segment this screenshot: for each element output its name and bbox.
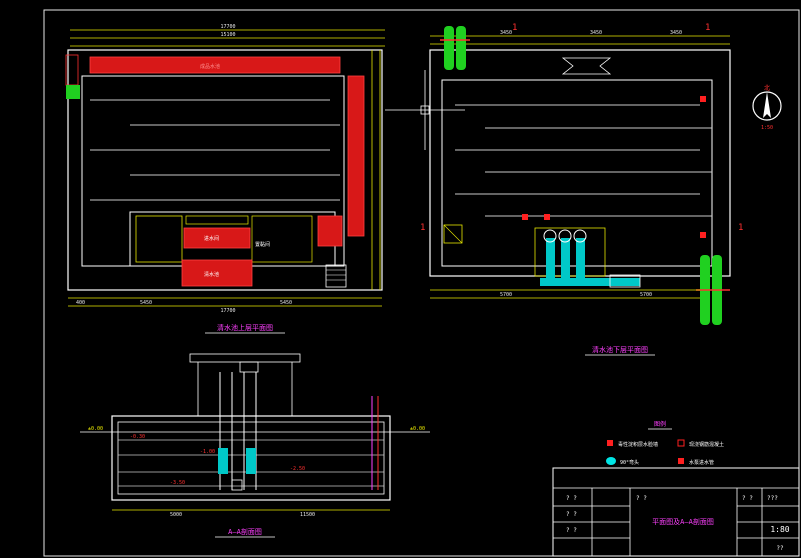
legend-item-3: 90°弯头: [620, 459, 639, 466]
legend-swatch-4: [678, 458, 684, 464]
section-dim-2: 11500: [300, 512, 315, 518]
legend-swatch-3: [606, 457, 616, 465]
pump-3: [576, 238, 585, 278]
tb-cell-6: ???: [767, 495, 778, 502]
title-block: ? ? ? ? ? ? ? ? ? ? ??? 平面图及A—A剖面图 1:80 …: [552, 467, 800, 557]
tb-sheet: ??: [776, 545, 784, 552]
legend-swatch-2: [677, 439, 685, 447]
legend-swatch-1: [607, 440, 613, 446]
tb-scale: 1:80: [770, 525, 789, 534]
label-zhiyao: 置黏间: [255, 241, 270, 248]
tb-cell-2: ? ?: [636, 495, 647, 502]
legend-item-4: 水泵进水管: [689, 459, 714, 466]
tb-cell-5: ? ?: [742, 495, 753, 502]
level-6: ±0.00: [410, 426, 425, 432]
stair: [66, 85, 80, 99]
dim-bot-4: 17700: [220, 308, 235, 314]
dim-b-top-2: 3450: [590, 30, 602, 36]
section-title: A—A剖面图: [228, 527, 262, 536]
dim-bot-2: 5450: [140, 300, 152, 306]
section-aa: ±0.00 ±0.00 -0.30 -1.00 -2.50 -3.50 5000…: [80, 353, 430, 538]
plan-bottom: 3450 3450 3450 1 1 1 1: [420, 23, 743, 356]
tb-cell-1: ? ?: [566, 495, 577, 502]
tb-cell-3: ? ?: [566, 511, 577, 518]
level-5: -3.50: [170, 480, 185, 486]
dim-top-1: 17700: [220, 24, 235, 30]
dim-top-2: 15100: [220, 32, 235, 38]
section-mark-2: 1: [705, 23, 710, 33]
dim-b-bot-2: 5700: [640, 292, 652, 298]
pump-2: [561, 238, 570, 278]
dim-bot-1: 400: [76, 300, 85, 306]
section-pump-1: [218, 448, 228, 474]
dim-bot-3: 5450: [280, 300, 292, 306]
section-pump-2: [246, 448, 256, 474]
north-label: 北: [764, 84, 770, 92]
label-jinshui: 进水间: [204, 235, 219, 242]
legend: 图例 毒性淀积层水脸墙 现浇钢筋混凝土 90°弯头 水泵进水管: [606, 420, 724, 466]
dim-b-bot-1: 5700: [500, 292, 512, 298]
dim-b-top-3: 3450: [670, 30, 682, 36]
hatch-top: [89, 56, 341, 74]
section-dim-1: 5000: [170, 512, 182, 518]
label-qingshui: 清水池: [204, 271, 219, 278]
pipe-green-1: [444, 26, 454, 70]
legend-item-2: 现浇钢筋混凝土: [689, 441, 724, 448]
hatch-right: [347, 75, 365, 237]
tb-drawing-title: 平面图及A—A剖面图: [652, 517, 714, 526]
label-chengpin: 成品水池: [200, 63, 220, 70]
section-mark-4: 1: [738, 223, 743, 233]
north-scale: 1:50: [761, 125, 773, 131]
pump-1: [546, 238, 555, 278]
dim-b-top-1: 3450: [500, 30, 512, 36]
level-3: -1.00: [200, 449, 215, 455]
level-1: ±0.00: [88, 426, 103, 432]
crosshair-cursor: [385, 70, 465, 150]
header-pipe: [540, 278, 640, 286]
plan-bottom-title: 清水池下层平面图: [592, 345, 648, 354]
level-4: -2.50: [290, 466, 305, 472]
plan-top-title: 清水池上层平面图: [217, 323, 273, 332]
legend-item-1: 毒性淀积层水脸墙: [618, 441, 658, 448]
north-arrow: 北 1:50: [752, 84, 782, 131]
level-2: -0.30: [130, 434, 145, 440]
tb-cell-4: ? ?: [566, 527, 577, 534]
pipe-green-2: [456, 26, 466, 70]
section-mark-1: 1: [512, 23, 517, 33]
drawing-frame: [43, 9, 800, 557]
legend-title: 图例: [654, 420, 666, 428]
section-mark-3: 1: [420, 223, 425, 233]
plan-top: 17700 15100 成品水池 进水间 置黏间 清水池: [65, 24, 385, 334]
